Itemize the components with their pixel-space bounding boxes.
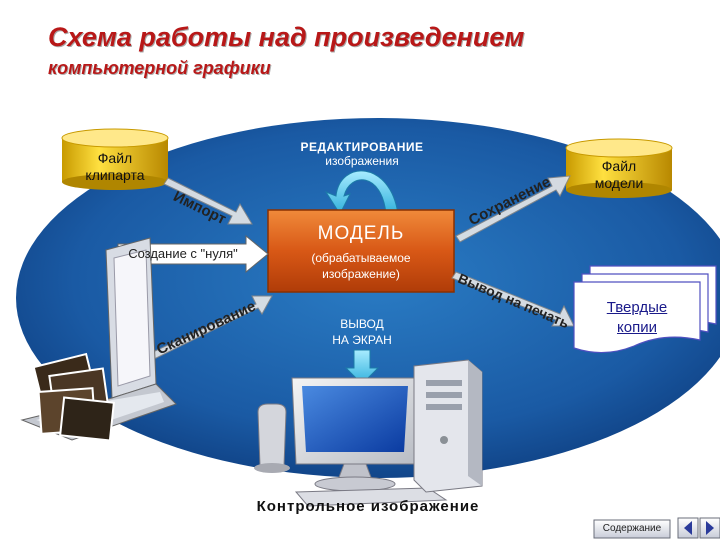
model-subtitle-line1: (обрабатываемое (311, 251, 411, 265)
editing-title: РЕДАКТИРОВАНИЕ (300, 140, 424, 154)
saving-arrow (455, 175, 571, 243)
contents-button[interactable]: Содержание (602, 523, 662, 534)
arrow-right-icon[interactable] (700, 518, 720, 538)
slide-subtitle: компьютерной графики (48, 58, 271, 78)
slide-title: Схема работы над произведением (48, 22, 525, 52)
model-file-line2: модели (594, 175, 644, 191)
hard-copies-stack (573, 265, 717, 354)
photos-image (32, 352, 115, 442)
screen-output-line1: ВЫВОД (340, 317, 384, 331)
screen-output-arrow (344, 349, 380, 385)
print-arrow (451, 271, 575, 327)
background-ellipse (16, 118, 720, 478)
model-subtitle: (обрабатываемое изображение) (268, 250, 454, 282)
screen-output-line2: НА ЭКРАН (332, 333, 392, 347)
clipart-file-label: Файл клипарта (62, 150, 168, 184)
import-arrow (163, 177, 253, 225)
model-file-cylinder (565, 138, 673, 198)
clipart-file-line2: клипарта (85, 167, 145, 183)
clipart-file-cylinder (61, 128, 169, 190)
hard-copies-line2: копии (617, 319, 657, 336)
nav-buttons (593, 517, 720, 539)
editing-label: РЕДАКТИРОВАНИЕ изображения (282, 140, 442, 168)
model-subtitle-line2: изображение) (322, 267, 400, 281)
editing-arrow (324, 170, 399, 216)
from-scratch-label: Создание с "нуля" (128, 246, 238, 261)
control-image-label: Контрольное изображение (256, 498, 480, 515)
model-box (267, 209, 455, 293)
model-file-label: Файл модели (566, 158, 672, 192)
computer-image (254, 359, 483, 507)
arrow-left-icon[interactable] (678, 518, 698, 538)
hard-copies-line1: Твердые (606, 299, 668, 316)
editing-subtitle: изображения (325, 154, 399, 168)
hard-copies-label: Твердые копии (574, 298, 700, 338)
clipart-file-line1: Файл (97, 150, 133, 166)
model-title: МОДЕЛЬ (317, 223, 405, 244)
scanning-arrow (139, 295, 273, 365)
model-file-line1: Файл (601, 158, 637, 174)
screen-output-label: ВЫВОД НА ЭКРАН (312, 316, 412, 348)
